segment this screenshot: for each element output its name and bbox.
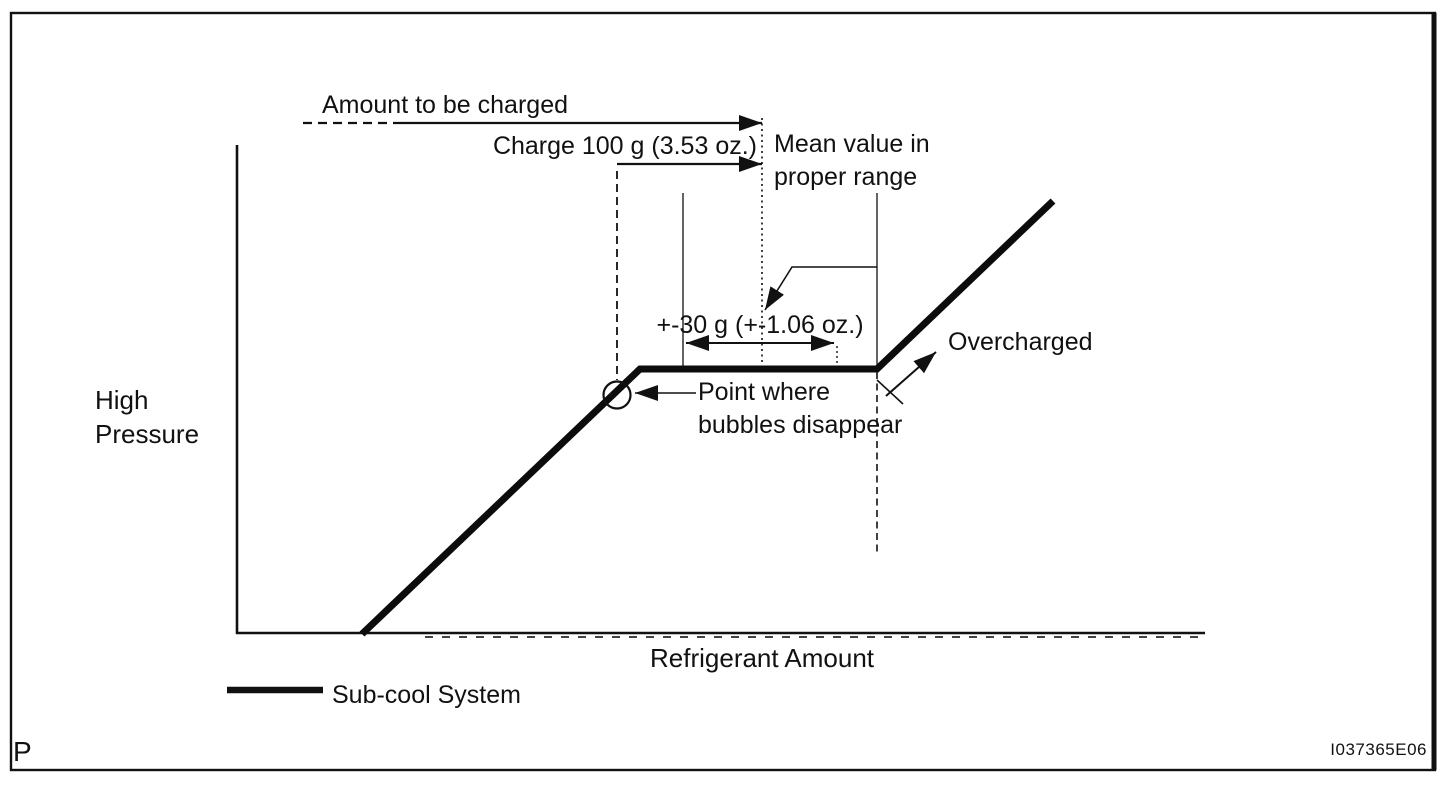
bubbles-label-line1: Point where: [698, 378, 830, 406]
mean-value-label-line2: proper range: [774, 163, 917, 191]
x-axis-label: Refrigerant Amount: [650, 643, 875, 673]
footer-page-letter: P: [13, 736, 32, 767]
y-axis-label-line2: Pressure: [95, 419, 199, 449]
bubbles-label-line2: bubbles disappear: [698, 411, 902, 439]
legend: Sub-cool System: [227, 681, 521, 709]
y-axis-label-line1: High: [95, 385, 148, 415]
axis-labels: High Pressure Refrigerant Amount: [95, 385, 875, 673]
pressure-curve: [359, 198, 1056, 637]
overcharged-arrow: [885, 351, 937, 397]
axes: [235, 145, 1205, 638]
footer-figure-code: I037365E06: [1330, 740, 1427, 759]
mean-value-label-line1: Mean value in: [774, 130, 930, 158]
page-footer: P I037365E06: [13, 736, 1427, 767]
annotation-labels: Amount to be charged Charge 100 g (3.53 …: [322, 91, 1093, 439]
mean-value-callout-arrow: [764, 266, 877, 311]
tolerance-label: +-30 g (+-1.06 oz.): [656, 311, 863, 339]
legend-label: Sub-cool System: [332, 681, 521, 709]
guide-lines: [616, 118, 878, 552]
amount-to-be-charged-label: Amount to be charged: [322, 91, 568, 119]
charge-label: Charge 100 g (3.53 oz.): [493, 132, 757, 160]
overcharged-label: Overcharged: [948, 328, 1093, 356]
annotation-arrows: [303, 115, 937, 405]
overcharged-arrow-base-tick: [876, 379, 904, 405]
bubble-point-circle: [602, 380, 632, 410]
